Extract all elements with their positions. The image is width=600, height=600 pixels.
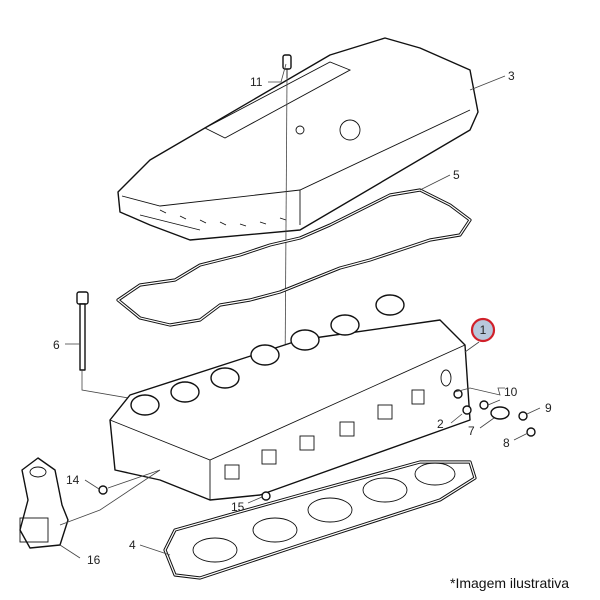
callout-4: 4 xyxy=(129,538,136,552)
ports xyxy=(224,369,452,480)
illustrative-caption: *Imagem ilustrativa xyxy=(450,575,569,591)
valve-cover-gasket[interactable] xyxy=(116,188,472,327)
callout-6: 6 xyxy=(53,338,60,352)
callout-2: 2 xyxy=(437,417,444,431)
cylinder-head[interactable] xyxy=(109,294,471,501)
callout-3: 3 xyxy=(508,69,515,83)
callout-16: 16 xyxy=(87,553,101,567)
callout-5: 5 xyxy=(453,168,460,182)
callout-10: 10 xyxy=(504,385,518,399)
head-bolt[interactable] xyxy=(76,291,89,371)
callout-15: 15 xyxy=(231,500,245,514)
cam-towers xyxy=(130,294,405,416)
callout-11: 11 xyxy=(250,75,263,89)
lifting-bracket[interactable] xyxy=(19,457,69,549)
valve-cover[interactable] xyxy=(117,37,479,241)
head-gasket[interactable] xyxy=(163,460,477,580)
callout-7: 7 xyxy=(468,424,475,438)
callout-9: 9 xyxy=(545,401,552,415)
plug-15[interactable] xyxy=(261,491,271,501)
fitting-group[interactable] xyxy=(453,387,536,437)
cover-bolt[interactable] xyxy=(282,54,292,78)
callout-1-highlight[interactable]: 1 xyxy=(470,317,496,343)
bolt-14[interactable] xyxy=(98,485,108,495)
callout-8: 8 xyxy=(503,436,510,450)
callout-14: 14 xyxy=(66,473,80,487)
callout-1: 1 xyxy=(480,323,487,337)
